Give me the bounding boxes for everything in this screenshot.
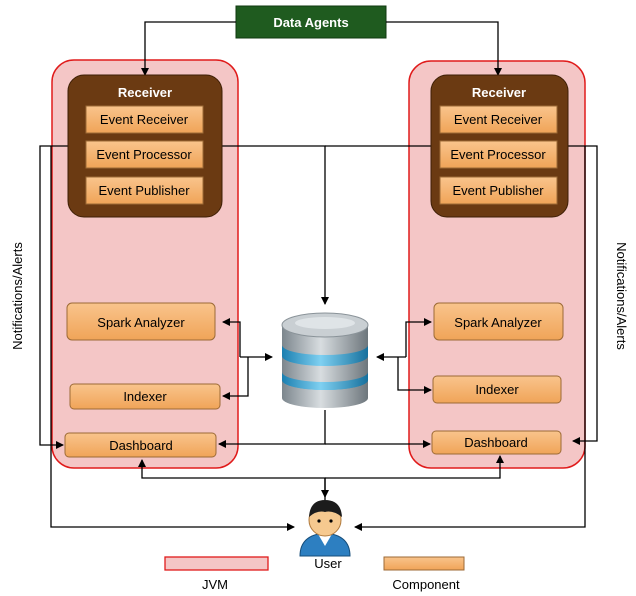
indexer-right: Indexer: [432, 375, 562, 404]
spark-analyzer-left-label: Spark Analyzer: [97, 315, 185, 330]
event-processor-left: Event Processor: [96, 147, 192, 162]
spark-analyzer-right-label: Spark Analyzer: [454, 315, 542, 330]
legend-component-label: Component: [392, 577, 460, 592]
receiver-left-title: Receiver: [118, 85, 172, 100]
receiver-left: Receiver Event Receiver Event Processor …: [67, 74, 223, 218]
spark-analyzer-right: Spark Analyzer: [433, 302, 564, 341]
connectors: [39, 21, 598, 531]
event-publisher-left-box: [85, 176, 204, 205]
event-publisher-right: Event Publisher: [452, 183, 544, 198]
legend-jvm-swatch: [164, 556, 269, 571]
event-receiver-right: Event Receiver: [454, 112, 543, 127]
indexer-left: Indexer: [69, 383, 221, 410]
dashboard-left: Dashboard: [64, 432, 217, 458]
event-receiver-left-box: [85, 105, 204, 134]
event-receiver-left: Event Receiver: [100, 112, 189, 127]
legend-jvm-label: JVM: [202, 577, 228, 592]
event-processor-left-box: [85, 140, 204, 169]
receiver-right-title: Receiver: [472, 85, 526, 100]
indexer-left-label: Indexer: [123, 389, 167, 404]
dashboard-left-label: Dashboard: [109, 438, 173, 453]
legend: JVM Component: [164, 556, 465, 592]
database-icon: [281, 312, 369, 408]
legend-component-swatch: [383, 556, 465, 571]
event-processor-right-box: [439, 140, 558, 169]
indexer-right-label: Indexer: [475, 382, 519, 397]
event-receiver-right-box: [439, 105, 558, 134]
user-icon: [299, 500, 351, 557]
event-publisher-left: Event Publisher: [98, 183, 190, 198]
event-processor-right: Event Processor: [450, 147, 546, 162]
notifications-alerts-right: Notifications/Alerts: [614, 242, 629, 350]
notifications-alerts-left: Notifications/Alerts: [10, 242, 25, 350]
dashboard-right: Dashboard: [431, 430, 562, 455]
data-agents-label: Data Agents: [273, 15, 348, 30]
spark-analyzer-left: Spark Analyzer: [66, 302, 216, 341]
receiver-right: Receiver Event Receiver Event Processor …: [430, 74, 569, 218]
user-label: User: [314, 556, 342, 571]
event-publisher-right-box: [439, 176, 558, 205]
dashboard-right-label: Dashboard: [464, 435, 528, 450]
data-agents-box: Data Agents: [235, 5, 387, 39]
